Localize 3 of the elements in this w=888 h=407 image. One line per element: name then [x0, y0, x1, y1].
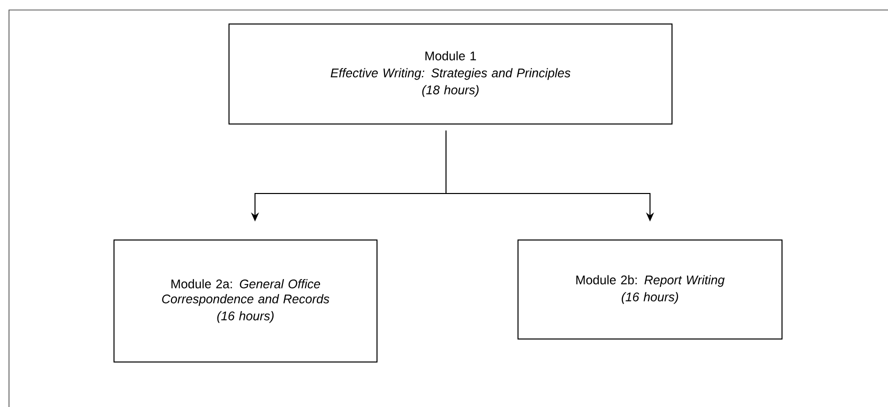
module-box: Module 2a: General Office Correspondence and Records (16 hours): [114, 240, 378, 362]
module-box: Module 1 Effective Writing: Strategies and Principles (18 hours): [228, 24, 672, 124]
module-box: Module 2b: Report Writing (16 hours): [518, 240, 782, 340]
